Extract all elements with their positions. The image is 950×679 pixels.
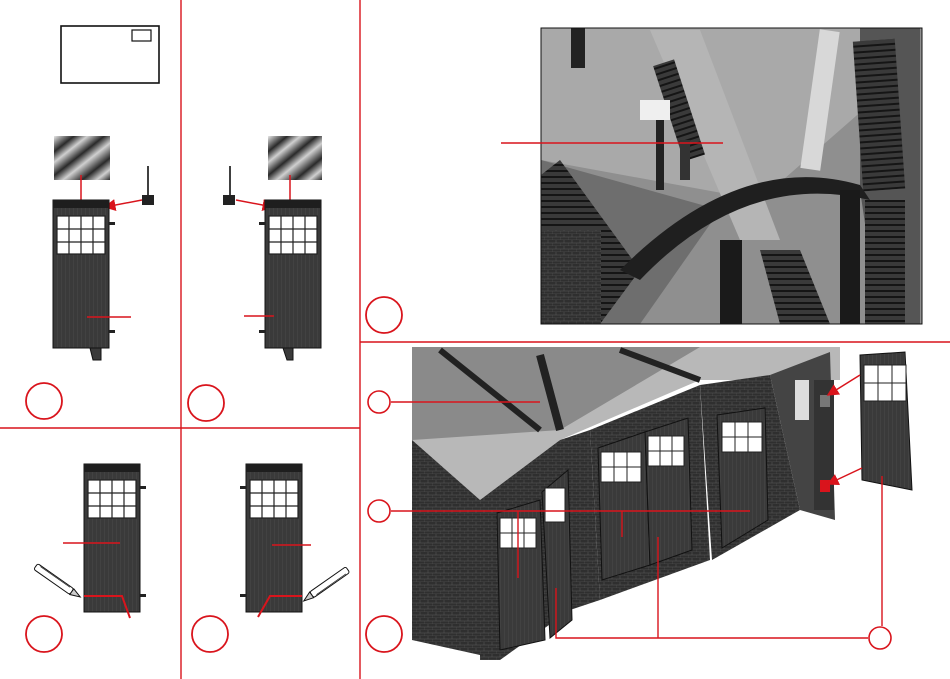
step-marker-circle — [366, 616, 402, 652]
step-marker-circle — [366, 297, 402, 333]
step-marker-circle — [26, 616, 62, 652]
door-panel-icon — [860, 352, 912, 490]
callout-circle — [869, 627, 891, 649]
door-panel-icon — [240, 464, 302, 612]
door-panel-icon — [53, 200, 115, 360]
hinge-pin-icon — [223, 166, 235, 205]
glazing-sheet-icon — [268, 136, 322, 180]
envelope-icon — [61, 26, 159, 83]
door-panel-icon — [259, 200, 321, 360]
callout-circle — [368, 391, 390, 413]
step-marker-circle — [188, 385, 224, 421]
panel-cut-left — [26, 464, 146, 652]
shed-doors-photo — [412, 347, 840, 660]
panel-doors-photo — [366, 347, 912, 660]
panel-door-left-hinge — [188, 136, 322, 421]
step-marker-circle — [192, 616, 228, 652]
shed-roof-photo — [541, 28, 922, 324]
step-marker-circle — [26, 383, 62, 419]
panel-roof-photo — [366, 28, 922, 333]
panel-cut-right — [192, 464, 350, 652]
callout-circle — [368, 500, 390, 522]
hobby-knife-icon — [301, 567, 349, 604]
door-panel-icon — [84, 464, 146, 612]
glazing-sheet-icon — [54, 136, 110, 180]
hobby-knife-icon — [34, 564, 82, 601]
hinge-pin-icon — [142, 166, 154, 205]
panel-door-right-hinge — [26, 26, 159, 419]
